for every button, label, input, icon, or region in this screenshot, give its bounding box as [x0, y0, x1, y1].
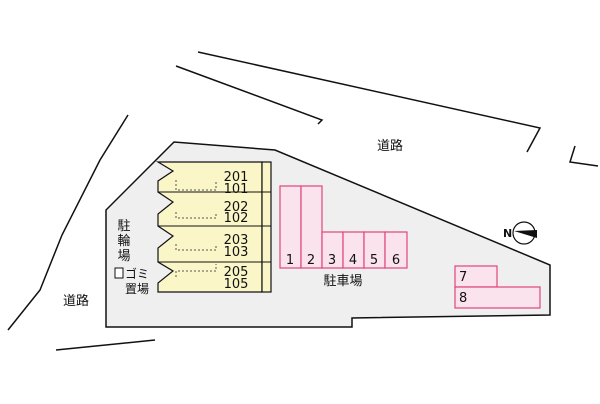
bicycle-parking-label: 場: [117, 249, 130, 264]
unit-row: 203 103: [224, 233, 249, 260]
road-label: 道路: [377, 138, 403, 154]
unit-number: 103: [224, 245, 249, 260]
north-arrow-icon: N: [503, 221, 537, 245]
building-outline: [155, 161, 263, 293]
unit-dividers: [158, 191, 271, 263]
parking-space-number: 5: [370, 253, 378, 268]
bicycle-parking-label: 駐: [117, 219, 130, 234]
parking-extra: [454, 265, 541, 309]
unit-number: 203: [224, 233, 249, 248]
bicycle-parking: 駐 輪 場: [117, 219, 130, 264]
building-corridor: [261, 161, 272, 293]
road-edge-left-outer: [7, 114, 129, 331]
road-edge-right-stub: [569, 145, 599, 167]
parking-space-number: 7: [459, 270, 467, 285]
parking-main-numbers: 1 2 3 4 5 6: [286, 253, 400, 268]
garbage-area: ゴミ 置場: [114, 266, 149, 296]
interior-dashed-lines: [175, 180, 217, 277]
road-edges: [7, 51, 599, 351]
unit-row: 201 101: [224, 170, 249, 197]
parking-space-number: 4: [349, 253, 357, 268]
garbage-box: [114, 267, 124, 279]
bicycle-parking-label: 輪: [117, 233, 130, 249]
garbage-area-label: ゴミ: [125, 266, 149, 281]
parking-space-number: 6: [392, 253, 400, 268]
unit-number: 102: [224, 211, 249, 226]
road-edge-top-upper: [197, 51, 542, 153]
road-label: 道路: [63, 293, 89, 309]
unit-number: 202: [224, 200, 249, 215]
road-edge-top-lower: [175, 65, 324, 125]
parking-space: [384, 231, 408, 269]
parking-space-number: 3: [328, 253, 336, 268]
unit-number: 205: [224, 265, 249, 280]
parking-space: [454, 286, 541, 309]
unit-number: 101: [224, 182, 249, 197]
parking-main: [279, 185, 408, 269]
road-edge-bottom: [55, 339, 156, 351]
unit-number: 201: [224, 170, 249, 185]
unit-row: 205 105: [224, 265, 249, 292]
parking-space: [300, 185, 323, 269]
apartment-building: 201 101 202 102 203 103 205 105: [155, 161, 272, 293]
unit-number: 105: [224, 277, 249, 292]
garbage-area-label: 置場: [125, 282, 149, 296]
unit-row: 202 102: [224, 200, 249, 226]
parking-space-number: 2: [307, 253, 315, 268]
parking-label: 駐車場: [323, 274, 362, 289]
parking-space-number: 1: [286, 253, 294, 268]
parking-space-number: 8: [459, 291, 467, 306]
north-label: N: [503, 227, 512, 240]
